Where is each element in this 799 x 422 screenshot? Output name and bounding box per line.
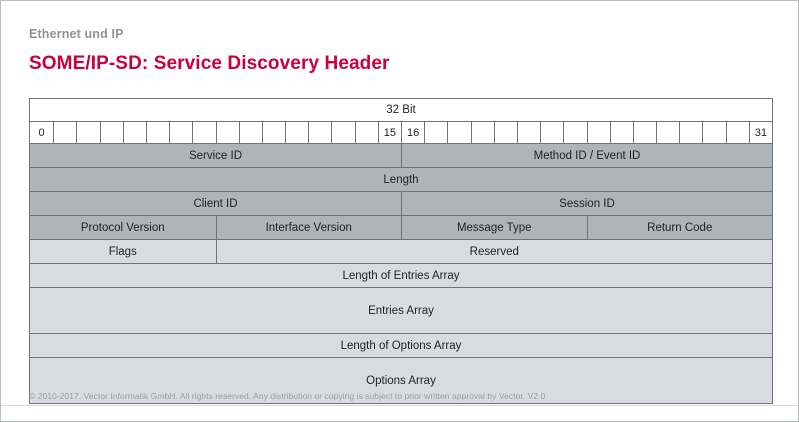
bit-tick-19 — [470, 122, 494, 143]
bit-tick-18 — [447, 122, 470, 143]
bit-tick-8 — [215, 122, 239, 143]
packet-row-flags-reserved: Flags Reserved — [30, 239, 772, 263]
bit-tick-13 — [331, 122, 354, 143]
bit-tick-6 — [169, 122, 192, 143]
bit-tick-0: 0 — [38, 126, 45, 139]
field-options-array: Options Array — [366, 374, 436, 387]
bit-tick-21 — [516, 122, 540, 143]
field-session-id: Session ID — [401, 192, 772, 215]
field-length-of-options-array: Length of Options Array — [340, 339, 462, 352]
field-interface-version: Interface Version — [215, 216, 402, 239]
packet-row-versions: Protocol Version Interface Version Messa… — [30, 215, 772, 239]
bit-tick-9 — [238, 122, 262, 143]
bit-tick-25 — [609, 122, 633, 143]
bit-tick-4 — [122, 122, 146, 143]
packet-row-options-array: Options Array — [30, 357, 772, 403]
bit-tick-12 — [308, 122, 331, 143]
packet-row-length: Length — [30, 167, 772, 191]
field-flags: Flags — [108, 245, 137, 258]
bit-tick-7 — [192, 122, 215, 143]
bit-tick-27 — [656, 122, 679, 143]
field-message-type: Message Type — [401, 216, 587, 239]
bit-tick-28 — [679, 122, 702, 143]
bit-tick-11 — [285, 122, 308, 143]
field-service-id: Service ID — [188, 149, 243, 162]
packet-width-row: 32 Bit — [30, 99, 772, 121]
packet-row-length-entries-array: Length of Entries Array — [30, 263, 772, 287]
bit-tick-2 — [76, 122, 99, 143]
bit-tick-29 — [702, 122, 725, 143]
field-length: Length — [383, 173, 419, 186]
field-client-id: Client ID — [193, 197, 238, 210]
footer-copyright: © 2010-2017. Vector Informatik GmbH. All… — [29, 391, 546, 401]
page-title: SOME/IP-SD: Service Discovery Header — [29, 53, 390, 74]
bit-tick-16: 16 — [401, 122, 424, 143]
packet-row-service: Service ID Method ID / Event ID — [30, 143, 772, 167]
field-length-of-entries-array: Length of Entries Array — [342, 269, 460, 282]
bit-tick-22 — [540, 122, 563, 143]
bit-tick-30 — [725, 122, 749, 143]
bit-tick-24 — [586, 122, 610, 143]
slide-eyebrow: Ethernet und IP — [29, 27, 124, 41]
packet-row-length-options-array: Length of Options Array — [30, 333, 772, 357]
bit-tick-26 — [632, 122, 656, 143]
packet-row-client-session: Client ID Session ID — [30, 191, 772, 215]
bit-tick-1 — [53, 122, 76, 143]
bit-tick-23 — [563, 122, 586, 143]
footer-divider — [1, 405, 798, 406]
bit-tick-15: 15 — [377, 122, 401, 143]
bit-tick-17 — [424, 122, 447, 143]
field-protocol-version: Protocol Version — [80, 221, 165, 234]
bit-tick-3 — [99, 122, 123, 143]
bit-ruler-row: 0 15 16 — [30, 121, 772, 143]
field-reserved: Reserved — [215, 240, 773, 263]
bit-tick-5 — [145, 122, 169, 143]
packet-row-entries-array: Entries Array — [30, 287, 772, 333]
packet-width-label: 32 Bit — [386, 104, 416, 116]
field-method-event-id: Method ID / Event ID — [401, 144, 772, 167]
field-entries-array: Entries Array — [368, 304, 434, 317]
field-return-code: Return Code — [586, 216, 773, 239]
packet-layout-diagram: 32 Bit 0 15 16 — [29, 98, 773, 404]
bit-tick-31: 31 — [748, 122, 772, 143]
bit-tick-14 — [354, 122, 378, 143]
bit-tick-20 — [493, 122, 517, 143]
bit-tick-10 — [261, 122, 285, 143]
